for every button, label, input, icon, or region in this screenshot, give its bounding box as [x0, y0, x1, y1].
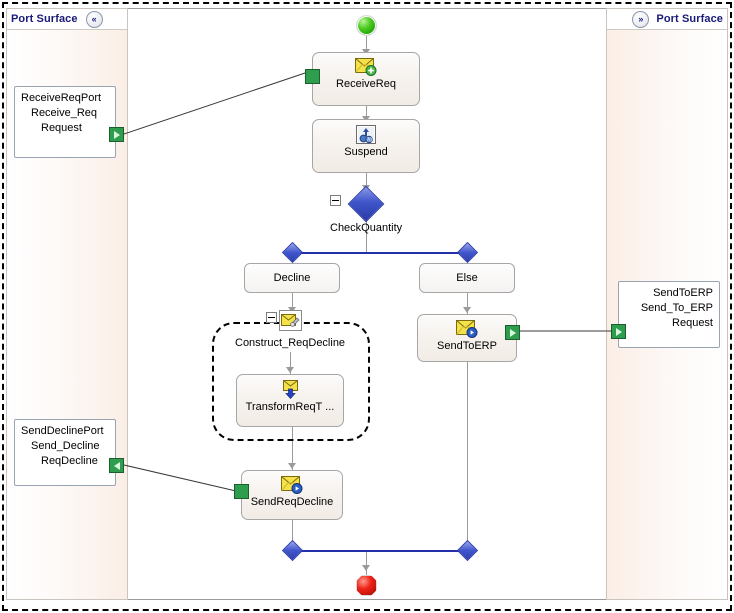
- flow-line-receivereq-suspend: [366, 106, 367, 119]
- right-port-surface-header: » Port Surface: [607, 9, 727, 30]
- port-operation: Receive_Req: [31, 107, 98, 119]
- connector-handle-sendtoerp-shape[interactable]: [505, 325, 520, 340]
- shape-label: SendReqDecline: [250, 496, 334, 508]
- end-octagon-red-icon[interactable]: [356, 575, 377, 596]
- port-name: ReceiveReqPort: [21, 92, 102, 104]
- send-message-icon: [456, 320, 478, 338]
- flow-line-else-sendtoerp: [467, 293, 468, 314]
- flow-line-suspend-checkquantity: [366, 173, 367, 189]
- shape-suspend[interactable]: 70 Suspend: [312, 119, 420, 173]
- flow-line-construct-transform: [290, 352, 291, 374]
- transform-message-icon: [280, 380, 301, 399]
- binding-line-decline: [123, 464, 237, 492]
- port-message: Request: [41, 122, 82, 134]
- right-port-surface-title: Port Surface: [656, 13, 723, 25]
- flow-arrow-transform: [286, 367, 294, 373]
- port-name: SendToERP: [653, 287, 713, 299]
- connector-handle-senddeclineport[interactable]: [109, 458, 124, 473]
- flow-line-sendreqdecline-join: [292, 520, 293, 548]
- port-receivereqport[interactable]: ReceiveReqPort Receive_Req Request: [14, 86, 116, 158]
- shape-label: Suspend: [344, 146, 388, 158]
- collapse-toggle-construct-reqdecline[interactable]: [266, 312, 277, 323]
- connector-handle-receivereqport[interactable]: [109, 127, 124, 142]
- shape-branch-decline[interactable]: Decline: [244, 263, 340, 293]
- port-sendtoerp[interactable]: SendToERP Send_To_ERP Request: [618, 281, 720, 348]
- port-operation: Send_Decline: [31, 440, 100, 452]
- flow-arrow-sendreqdecline: [288, 463, 296, 469]
- flow-line-checkquantity-branchbar: [366, 214, 367, 252]
- chevron-double-left-icon[interactable]: «: [85, 10, 103, 28]
- port-senddeclineport[interactable]: SendDeclinePort Send_Decline ReqDecline: [14, 419, 116, 486]
- port-message: Request: [672, 317, 713, 329]
- shape-label: ReceiveReq: [336, 78, 396, 90]
- shape-label-construct-reqdecline: Construct_ReqDecline: [235, 337, 346, 349]
- port-operation: Send_To_ERP: [640, 302, 713, 314]
- flow-line-sendtoerp-join: [467, 362, 468, 548]
- collapse-toggle-check-quantity[interactable]: [330, 195, 341, 206]
- shape-label-check-quantity: CheckQuantity: [330, 222, 403, 234]
- shape-label: Else: [456, 271, 478, 284]
- shape-send-req-decline[interactable]: SendReqDecline: [241, 470, 343, 520]
- chevron-double-right-icon[interactable]: »: [632, 10, 650, 28]
- shape-send-to-erp[interactable]: SendToERP: [417, 314, 517, 362]
- connector-handle-sendtoerp-port[interactable]: [611, 324, 626, 339]
- shape-label: TransformReqT ...: [245, 401, 335, 413]
- branch-bar-bottom: [292, 550, 467, 552]
- port-name: SendDeclinePort: [21, 425, 104, 437]
- start-circle-green-icon[interactable]: [356, 15, 377, 36]
- shape-branch-else[interactable]: Else: [419, 263, 515, 293]
- flow-arrow-sendtoerp: [463, 307, 471, 313]
- suspend-icon: 70: [356, 125, 376, 144]
- receive-message-icon: [355, 58, 377, 76]
- left-port-surface-title: Port Surface: [11, 13, 78, 25]
- connector-handle-sendreqdecline-shape[interactable]: [234, 484, 249, 499]
- flow-arrow-end: [362, 565, 370, 571]
- send-message-icon: [281, 476, 303, 494]
- shape-receive-req[interactable]: ReceiveReq: [312, 52, 420, 106]
- svg-text:70: 70: [367, 137, 373, 143]
- flow-line-construct-sendreqdecline: [292, 427, 293, 470]
- construct-message-icon: [279, 310, 302, 331]
- shape-transform-reqt[interactable]: TransformReqT ...: [236, 374, 344, 427]
- branch-bar-top: [292, 252, 467, 254]
- shape-label: Decline: [273, 271, 311, 284]
- flow-line-start-receivereq: [366, 36, 367, 52]
- shape-label: SendToERP: [437, 340, 497, 352]
- flow-line-join-end: [366, 551, 367, 576]
- binding-line-receive: [123, 69, 315, 135]
- flow-line-decline-construct: [292, 293, 293, 314]
- connector-handle-receivereq-shape[interactable]: [305, 69, 320, 84]
- port-message: ReqDecline: [41, 455, 98, 467]
- left-port-surface-header: Port Surface «: [7, 9, 127, 30]
